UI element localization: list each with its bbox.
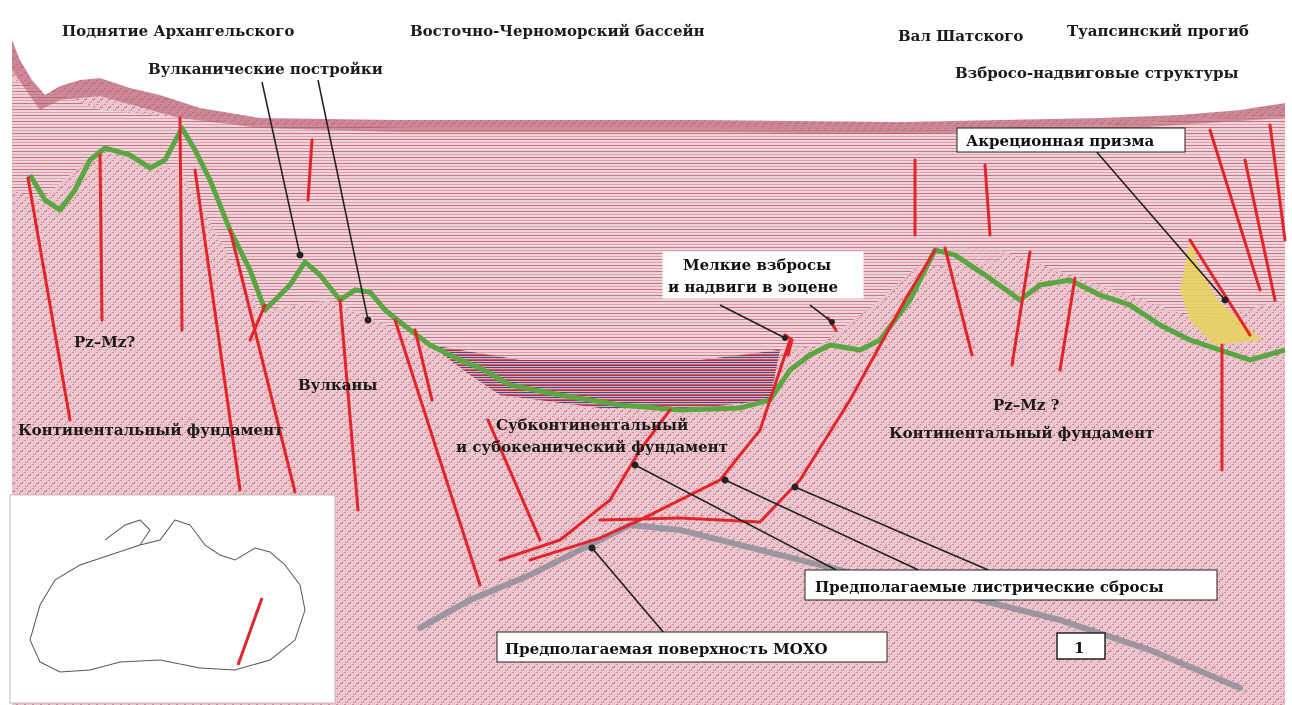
arrow-head: [782, 335, 788, 341]
fault-line: [180, 118, 182, 330]
label-moho-surface: Предполагаемая поверхность МОХО: [505, 640, 828, 658]
arrow-head: [829, 319, 835, 325]
box-listric-faults: Предполагаемые листрические сбросы: [805, 570, 1217, 600]
label-thrust-structures: Взбросо-надвиговые структуры: [955, 64, 1239, 82]
fault-line: [100, 155, 102, 320]
label-small-thrusts-line2: и надвиги в эоцене: [668, 278, 838, 296]
arrow-head: [1222, 297, 1229, 304]
label-pz-mz-right: Pz–Mz ?: [993, 396, 1060, 414]
panel-number: 1: [1074, 639, 1084, 657]
label-volcanic-edifices: Вулканические постройки: [148, 60, 383, 78]
box-moho-surface: Предполагаемая поверхность МОХО: [497, 632, 887, 662]
box-panel-number: 1: [1057, 633, 1105, 659]
label-continental-basement-left: Континентальный фундамент: [18, 421, 283, 439]
box-accretionary-prism: Акреционная призма: [957, 128, 1185, 152]
label-listric-faults: Предполагаемые листрические сбросы: [815, 578, 1164, 596]
label-accretionary-prism: Акреционная призма: [966, 132, 1154, 150]
box-small-thrusts: Мелкие взбросы и надвиги в эоцене: [663, 252, 863, 298]
arrow-head: [297, 252, 304, 259]
label-volcanoes: Вулканы: [298, 376, 377, 394]
label-shatsky-ridge: Вал Шатского: [898, 27, 1023, 45]
label-tuapse-trough: Туапсинский прогиб: [1067, 22, 1249, 40]
label-pz-mz-left: Pz–Mz?: [74, 333, 135, 351]
inset-map: [10, 495, 335, 703]
label-continental-basement-right: Континентальный фундамент: [889, 424, 1154, 442]
arrow-head: [365, 317, 372, 324]
arrow-head: [722, 477, 729, 484]
arrow-head: [632, 462, 639, 469]
arrow-head: [792, 484, 799, 491]
label-small-thrusts-line1: Мелкие взбросы: [683, 256, 831, 274]
label-subcontinental-line1: Субконтинентальный: [496, 416, 688, 434]
arrow-head: [589, 545, 596, 552]
label-arkhangelsky-rise: Поднятие Архангельского: [62, 22, 294, 40]
label-east-black-sea-basin: Восточно-Черноморский бассейн: [410, 22, 705, 40]
label-subcontinental-line2: и субокеанический фундамент: [456, 438, 728, 456]
